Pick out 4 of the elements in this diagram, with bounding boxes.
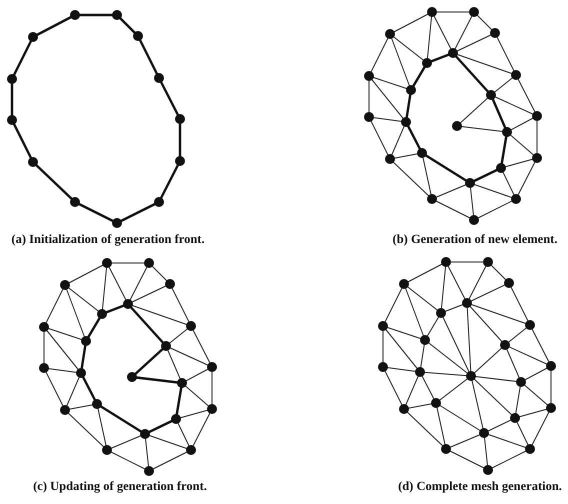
caption: (b) Generation of new element. [392, 232, 558, 247]
caption: (d) Complete mesh generation. [398, 479, 562, 494]
caption: (a) Initialization of generation front. [11, 232, 205, 247]
caption: (c) Updating of generation front. [33, 479, 207, 494]
